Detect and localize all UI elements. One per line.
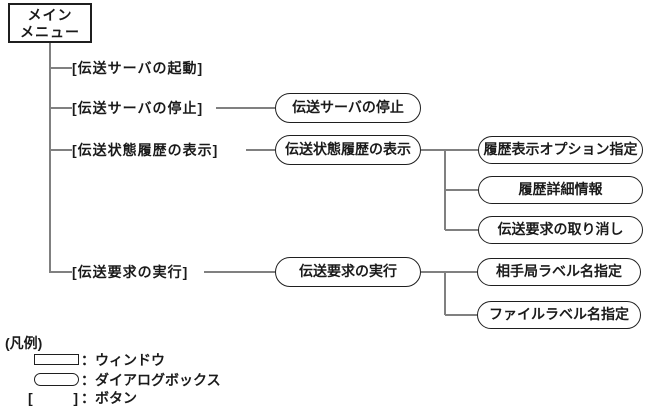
connector-line — [445, 189, 478, 191]
connector-line — [50, 149, 72, 151]
dialog-partner-station-label: 相手局ラベル名指定 — [477, 258, 641, 286]
tree-trunk-line — [49, 43, 51, 272]
legend-bracket-close: ] — [73, 390, 78, 406]
legend-button-symbol: [ ] — [28, 390, 78, 406]
legend-window-symbol — [34, 354, 79, 365]
legend-title: (凡例) — [5, 335, 43, 351]
connector-line — [445, 314, 477, 316]
legend-bracket-open: [ — [28, 390, 33, 406]
connector-line — [216, 107, 275, 109]
connector-line — [204, 271, 275, 273]
dialog-history-detail-info: 履歴詳細情報 — [478, 176, 643, 204]
main-menu-label-line1: メイン — [27, 7, 73, 23]
connector-line — [421, 149, 478, 151]
connector-line — [445, 229, 478, 231]
dialog-history-display-option: 履歴表示オプション指定 — [478, 136, 643, 164]
button-stop-transfer-server: [伝送サーバの停止] — [72, 100, 204, 116]
dialog-exec-transfer-request: 伝送要求の実行 — [275, 257, 421, 287]
legend-dialog-symbol — [34, 373, 79, 386]
legend-window-label: ：ウィンドウ — [81, 352, 165, 368]
connector-line — [49, 271, 72, 273]
legend-dialog-label: ：ダイアログボックス — [81, 372, 221, 388]
connector-line — [246, 149, 275, 151]
button-exec-transfer-request: [伝送要求の実行] — [72, 264, 189, 280]
connector-line — [50, 107, 72, 109]
button-start-transfer-server: [伝送サーバの起動] — [72, 60, 204, 76]
main-menu-window: メイン メニュー — [8, 3, 92, 43]
dialog-file-label-name: ファイルラベル名指定 — [477, 301, 641, 329]
dialog-cancel-transfer-request: 伝送要求の取り消し — [478, 216, 643, 244]
legend-button-label: ：ボタン — [81, 390, 137, 406]
main-menu-label-line2: メニュー — [20, 24, 80, 40]
dialog-stop-transfer-server: 伝送サーバの停止 — [275, 93, 421, 123]
dialog-show-transfer-history: 伝送状態履歴の表示 — [275, 135, 421, 165]
connector-line — [50, 67, 72, 69]
connector-line — [421, 271, 477, 273]
branch-junction-line — [444, 271, 446, 315]
button-show-transfer-history: [伝送状態履歴の表示] — [72, 142, 219, 158]
